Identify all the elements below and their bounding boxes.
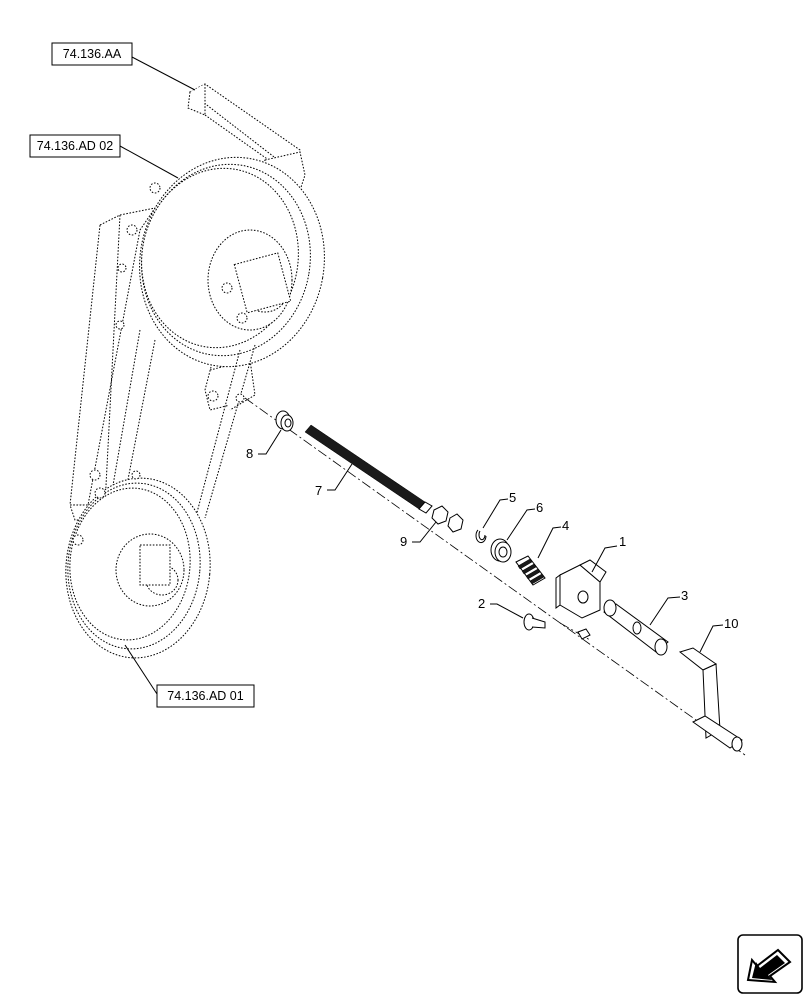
callout-4: 4 (537, 518, 569, 559)
svg-text:5: 5 (509, 490, 516, 505)
pulley-drive-assembly (65, 83, 325, 659)
part-5-snap-ring (475, 529, 487, 544)
part-3-shaft-sleeve (603, 599, 669, 656)
part-6-washer (490, 538, 512, 563)
next-page-arrow-icon[interactable] (737, 934, 803, 994)
svg-text:9: 9 (400, 534, 407, 549)
svg-text:1: 1 (619, 534, 626, 549)
svg-text:3: 3 (681, 588, 688, 603)
part-1-mounting-bracket (555, 559, 607, 619)
callout-9: 9 (400, 521, 437, 549)
reference-label: 74.136.AD 02 (37, 139, 113, 153)
svg-text:7: 7 (315, 483, 322, 498)
callout-7: 7 (315, 463, 353, 498)
reference-74-136-aa[interactable]: 74.136.AA (51, 42, 196, 91)
reference-label: 74.136.AD 01 (167, 689, 243, 703)
callout-1: 1 (591, 534, 626, 573)
svg-text:10: 10 (724, 616, 738, 631)
assembly-centerline (244, 397, 746, 756)
part-10-crank-handle (678, 647, 743, 752)
part-2-bolt (523, 613, 591, 640)
callout-2: 2 (478, 596, 524, 619)
callout-3: 3 (649, 588, 688, 626)
part-9-nuts (431, 505, 464, 533)
svg-text:4: 4 (562, 518, 569, 533)
callout-5: 5 (482, 490, 516, 529)
reference-label: 74.136.AA (63, 47, 122, 61)
svg-text:8: 8 (246, 446, 253, 461)
part-4-compression-spring (515, 555, 546, 586)
part-8-washer (275, 410, 294, 432)
callout-8: 8 (246, 429, 282, 461)
svg-text:6: 6 (536, 500, 543, 515)
reference-74-136-ad-01[interactable]: 74.136.AD 01 (124, 644, 255, 708)
callout-10: 10 (699, 616, 738, 653)
svg-text:2: 2 (478, 596, 485, 611)
part-7-threaded-rod (304, 424, 433, 514)
reference-74-136-ad-02[interactable]: 74.136.AD 02 (29, 134, 179, 179)
callout-6: 6 (506, 500, 543, 541)
